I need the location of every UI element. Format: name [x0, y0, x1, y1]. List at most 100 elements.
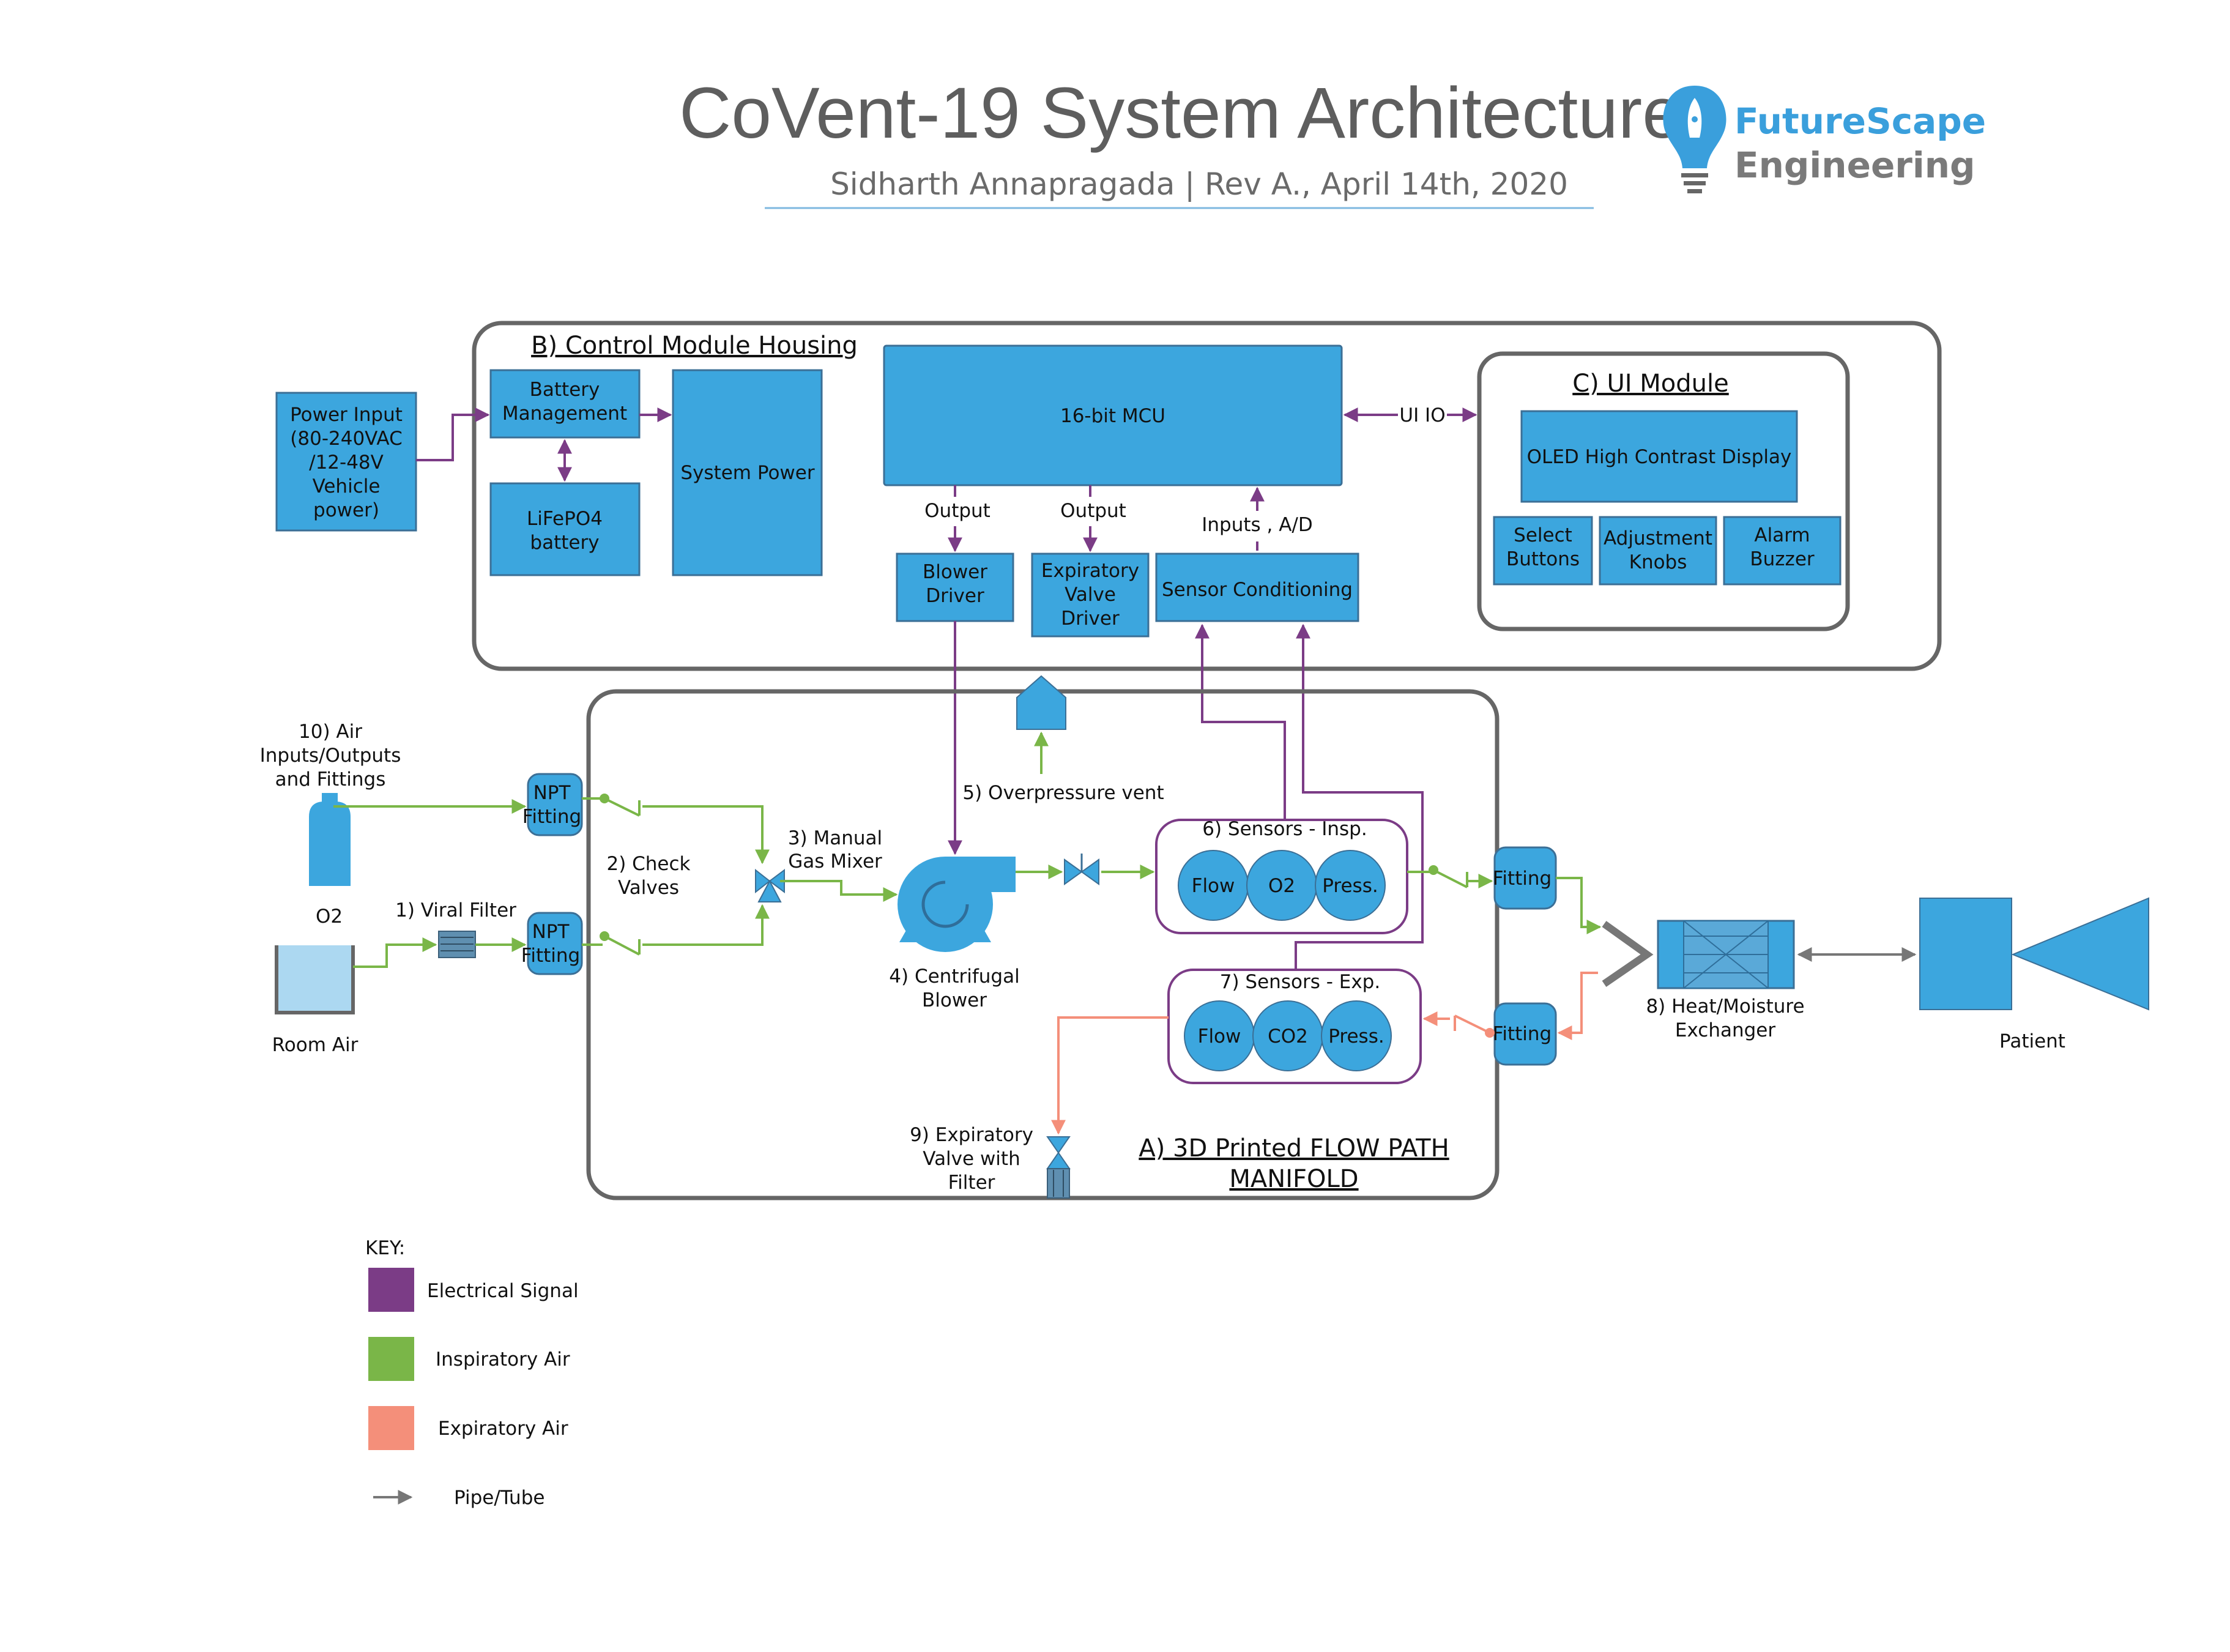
patient-icon [1919, 897, 2149, 1011]
manifold-heading-line-1: A) 3D Printed FLOW PATH [1139, 1134, 1449, 1163]
adjustment-knobs-line-1: Adjustment [1604, 527, 1712, 549]
check-valves-line-1: 2) Check [606, 853, 690, 875]
legend-expiratory-swatch [368, 1406, 414, 1450]
npt-fitting-air-line-1: NPT [532, 921, 570, 943]
legend-heading: KEY: [365, 1237, 405, 1259]
power-input-box: Power Input (80-240VAC /12-48V Vehicle p… [275, 392, 417, 532]
exp-press-sensor [1321, 1000, 1392, 1071]
power-input-line-2: (80-240VAC [290, 428, 402, 450]
patient-label: Patient [1999, 1030, 2065, 1052]
expiratory-valve-driver-box: Expiratory Valve Driver [1031, 553, 1150, 638]
manifold-heading-line-2: MANIFOLD [1229, 1165, 1358, 1193]
centrifugal-blower-line-1: 4) Centrifugal [889, 966, 1019, 988]
inline-valve-icon [1064, 854, 1099, 885]
ui-io-label: UI IO [1399, 404, 1445, 426]
insp-o2-label: O2 [1268, 875, 1295, 897]
page-title: CoVent-19 System Architecture [679, 73, 1682, 154]
output-label-blower: Output [924, 500, 990, 522]
expiratory-valve-line-2: Valve with [923, 1148, 1020, 1170]
sensors-exp-label: 7) Sensors - Exp. [1220, 971, 1380, 993]
legend-electrical-label: Electrical Signal [427, 1280, 579, 1302]
alarm-buzzer-box: Alarm Buzzer [1723, 516, 1842, 586]
exp-sensors-to-valve [1051, 1016, 1169, 1135]
mcu-box: 16-bit MCU [883, 344, 1343, 486]
check-valve-insp-out-icon [1429, 865, 1468, 888]
exp-valve-driver-line-3: Driver [1061, 608, 1120, 630]
viral-filter-label: 1) Viral Filter [395, 899, 516, 921]
power-input-line-3: /12-48V [309, 452, 384, 474]
fitting-to-hme [1556, 877, 1602, 934]
exp-press-label: Press. [1328, 1025, 1384, 1047]
npt-fitting-o2-line-1: NPT [533, 782, 571, 804]
exp-valve-driver-line-1: Expiratory [1041, 560, 1139, 582]
legend-electrical-swatch [368, 1268, 414, 1312]
power-input-line-1: Power Input [290, 404, 403, 426]
sensor-conditioning-box: Sensor Conditioning [1155, 553, 1359, 622]
check-valves-line-2: Valves [618, 877, 679, 899]
battery-management-line-2: Management [502, 403, 627, 425]
sensor-conditioning-label: Sensor Conditioning [1162, 579, 1353, 601]
centrifugal-blower-line-2: Blower [922, 989, 987, 1011]
legend: KEY: Electrical Signal Inspiratory Air E… [365, 1237, 579, 1509]
select-buttons-line-1: Select [1514, 524, 1572, 546]
npt-fitting-o2-line-2: Fitting [522, 806, 581, 828]
expiratory-valve-line-1: 9) Expiratory [910, 1124, 1033, 1146]
ui-module: C) UI Module [1477, 351, 1850, 631]
adjustment-knobs-box: Adjustment Knobs [1599, 516, 1717, 586]
blower-driver-line-1: Blower [923, 561, 987, 583]
check-valve-exp-icon [1454, 1014, 1495, 1038]
inspiratory-air-lines [333, 731, 1602, 968]
check-valve-air-to-mixer [642, 904, 770, 946]
battery-management-line-1: Battery [530, 379, 600, 401]
exp-valve-driver-line-2: Valve [1065, 584, 1116, 606]
insp-press-label: Press. [1322, 875, 1378, 897]
mcu-label: 16-bit MCU [1060, 405, 1165, 427]
manual-gas-mixer-line-1: 3) Manual [788, 827, 882, 849]
o2-cylinder-icon [309, 793, 351, 886]
select-buttons-box: Select Buttons [1493, 516, 1593, 586]
system-power-box: System Power [672, 369, 823, 576]
sensors-exp-group: 7) Sensors - Exp. Flow CO2 Press. [1167, 969, 1422, 1084]
check-valve-o2-to-mixer [642, 805, 770, 865]
power-input-line-5: power) [313, 499, 379, 521]
brand-name: FutureScape [1734, 100, 1986, 142]
select-buttons-line-2: Buttons [1506, 548, 1580, 570]
legend-expiratory-label: Expiratory Air [438, 1418, 568, 1440]
air-inputs-line-2: Inputs/Outputs [260, 745, 401, 767]
ui-module-heading: C) UI Module [1572, 370, 1729, 398]
blower-driver-box: Blower Driver [896, 553, 1014, 622]
npt-fitting-room-air: NPT Fitting [521, 912, 583, 975]
oled-display-box: OLED High Contrast Display [1520, 410, 1798, 503]
battery-management-box: Battery Management [489, 369, 641, 439]
inputs-ad-label: Inputs , A/D [1202, 514, 1313, 536]
insp-press-sensor [1315, 850, 1386, 921]
hme-line-2: Exchanger [1675, 1019, 1775, 1041]
control-module-housing: B) Control Module Housing [472, 321, 1942, 671]
legend-pipe-label: Pipe/Tube [454, 1487, 544, 1509]
exp-sensors-to-conditioning [1295, 623, 1424, 970]
room-air-label: Room Air [272, 1034, 359, 1056]
room-air-container-icon [275, 945, 355, 1014]
lightbulb-rocket-icon [1663, 86, 1726, 193]
output-label-valve: Output [1060, 500, 1126, 522]
expiratory-valve-icon [1046, 1136, 1071, 1199]
legend-inspiratory-label: Inspiratory Air [436, 1349, 570, 1371]
exp-flow-label: Flow [1198, 1025, 1241, 1047]
air-inputs-line-1: 10) Air [299, 721, 362, 743]
hme-line-1: 8) Heat/Moisture [1646, 995, 1804, 1018]
check-valve-air-icon [600, 931, 641, 956]
hme-to-exp-fitting [1557, 972, 1598, 1040]
manual-gas-mixer-line-2: Gas Mixer [788, 850, 882, 873]
npt-fitting-o2: NPT Fitting [522, 773, 583, 836]
wye-connector-icon [1602, 921, 1654, 987]
mixer-to-blower [780, 880, 898, 902]
power-to-battery-signal [416, 407, 490, 461]
insp-fitting-label: Fitting [1493, 868, 1552, 890]
insp-output-fitting: Fitting [1493, 846, 1557, 910]
lifepo4-line-2: battery [530, 532, 599, 554]
system-power-label: System Power [680, 462, 814, 484]
sensors-insp-group: 6) Sensors - Insp. Flow O2 Press. [1155, 818, 1408, 934]
exp-co2-label: CO2 [1268, 1025, 1308, 1047]
room-air-to-filter [353, 937, 437, 968]
